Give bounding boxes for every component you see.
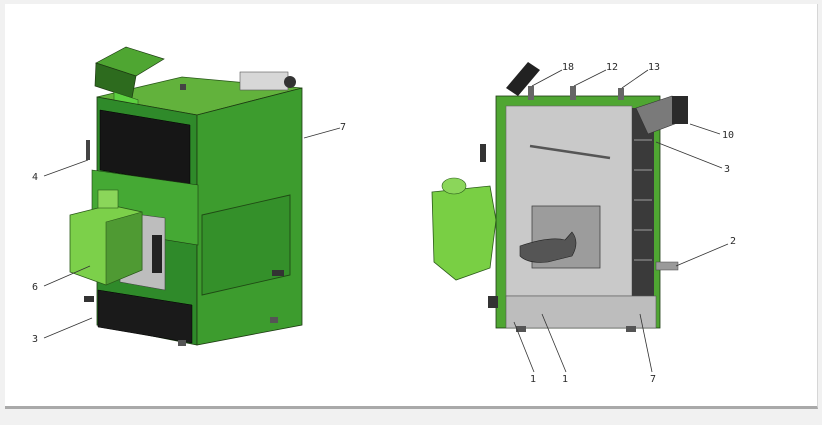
boiler-section-view bbox=[431, 62, 688, 332]
top-connector-13 bbox=[618, 88, 624, 100]
section-burner-inlet bbox=[441, 177, 467, 195]
top-fitting bbox=[180, 84, 186, 90]
pellet-burner-side bbox=[105, 211, 143, 286]
section-door-handle bbox=[480, 144, 486, 162]
callout-7: 7 bbox=[340, 122, 346, 133]
heat-exchanger bbox=[632, 108, 654, 296]
leader-line bbox=[541, 313, 567, 373]
callout-3: 3 bbox=[32, 334, 38, 345]
leader-line bbox=[43, 265, 91, 287]
burner-nozzle bbox=[519, 231, 577, 263]
leader-line bbox=[655, 141, 723, 169]
internal-baffle bbox=[529, 144, 611, 160]
door-handle bbox=[86, 140, 90, 160]
section-pellet-burner bbox=[431, 185, 497, 281]
callout-4: 4 bbox=[32, 172, 38, 183]
right-leader-lines bbox=[513, 69, 729, 373]
section-foot bbox=[626, 326, 636, 332]
ash-door-handle bbox=[84, 296, 94, 302]
leader-line bbox=[573, 69, 607, 87]
leader-line bbox=[43, 159, 89, 177]
burner-tube bbox=[152, 235, 162, 273]
top-connector-18 bbox=[528, 86, 534, 100]
leader-line bbox=[689, 123, 721, 135]
return-pipe bbox=[655, 261, 679, 271]
ash-door bbox=[97, 289, 193, 344]
side-plug bbox=[272, 270, 284, 276]
callout-10: 10 bbox=[722, 130, 734, 141]
flue-pipe bbox=[672, 96, 688, 124]
exchanger-fins bbox=[634, 139, 652, 261]
leader-line bbox=[43, 317, 93, 339]
callout-13: 13 bbox=[648, 62, 660, 73]
flue-outlet bbox=[239, 71, 289, 91]
burner-fuel-inlet bbox=[97, 189, 119, 209]
boiler-foot bbox=[178, 340, 186, 346]
callout-7-right: 7 bbox=[650, 374, 656, 385]
callout-6: 6 bbox=[32, 282, 38, 293]
leader-line bbox=[675, 243, 729, 267]
leader-line bbox=[303, 127, 341, 139]
side-inspection-panel bbox=[201, 194, 291, 296]
callout-18: 18 bbox=[562, 62, 574, 73]
left-leader-lines bbox=[43, 127, 341, 339]
leader-line bbox=[513, 321, 535, 373]
section-control-panel bbox=[506, 62, 540, 96]
boiler-foot bbox=[270, 317, 278, 323]
boiler-exterior-view bbox=[69, 46, 303, 346]
callout-2: 2 bbox=[730, 236, 736, 247]
callout-1-right: 1 bbox=[562, 374, 568, 385]
section-ash-handle bbox=[488, 296, 498, 308]
callout-1-left: 1 bbox=[530, 374, 536, 385]
ash-pan bbox=[505, 295, 657, 329]
callout-12: 12 bbox=[606, 62, 618, 73]
section-foot bbox=[516, 326, 526, 332]
callout-3-right: 3 bbox=[724, 164, 730, 175]
leader-line bbox=[621, 69, 649, 89]
top-connector-12 bbox=[570, 86, 576, 100]
leader-line bbox=[639, 313, 653, 373]
flue-pipe-end bbox=[284, 76, 296, 88]
leader-line bbox=[531, 69, 563, 87]
